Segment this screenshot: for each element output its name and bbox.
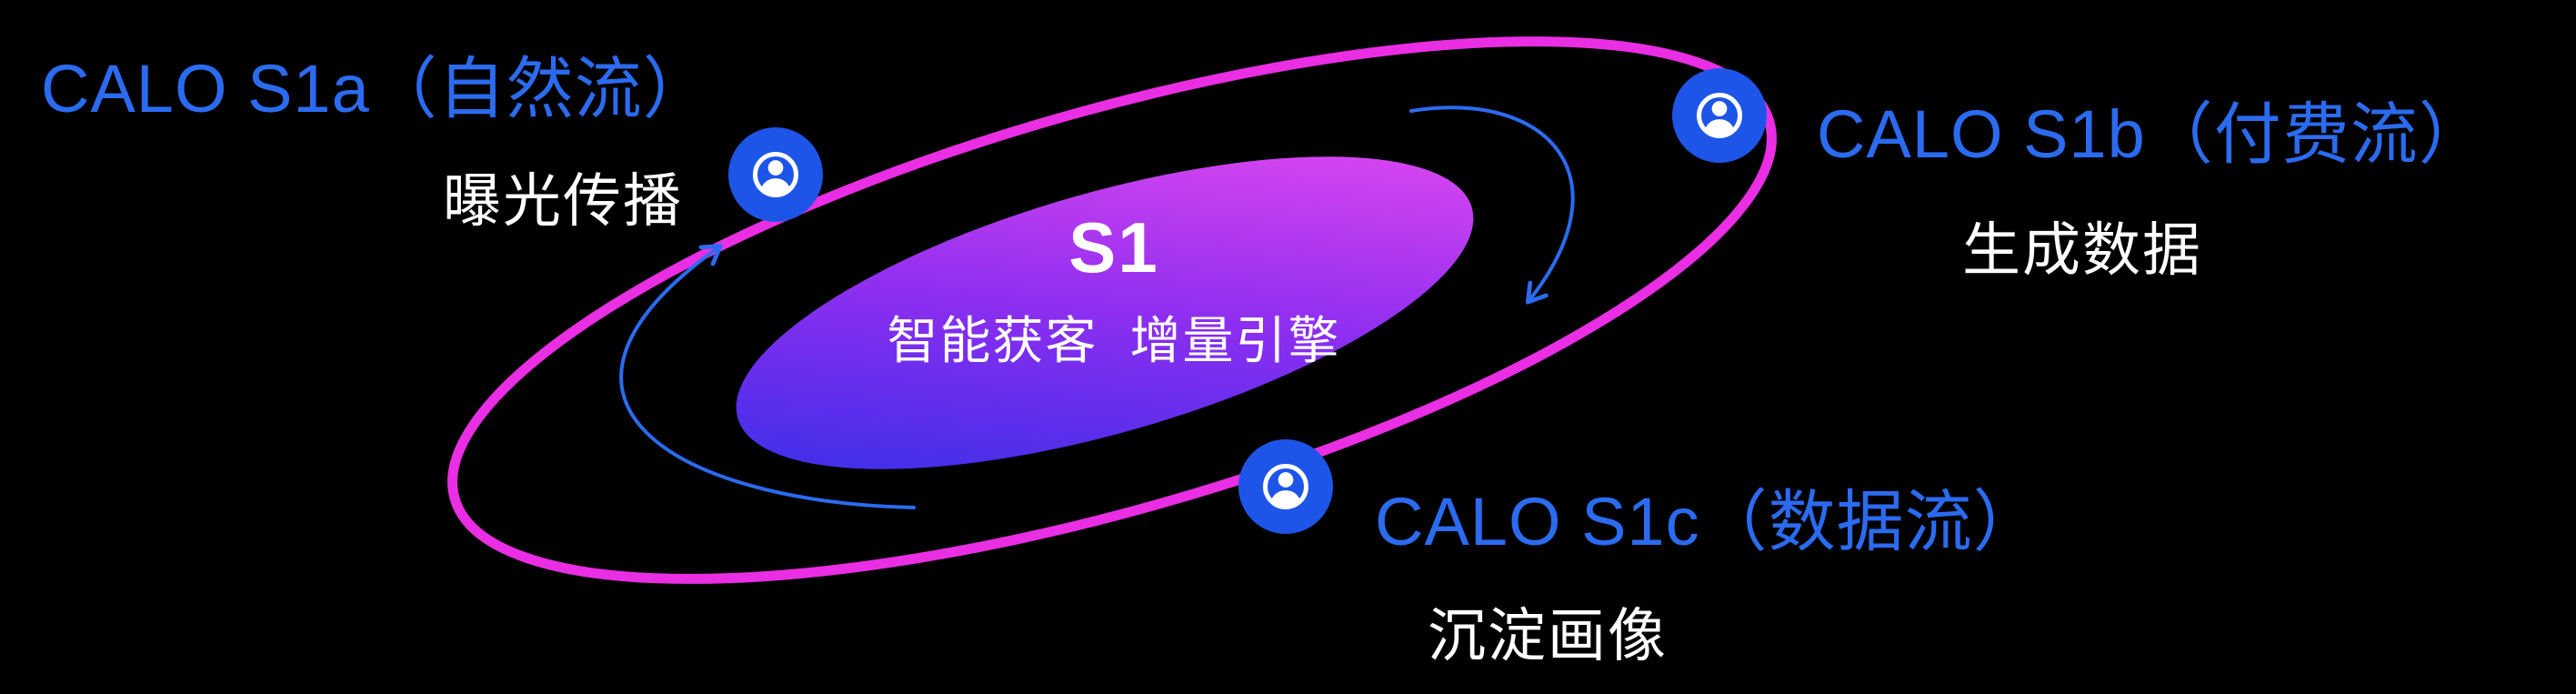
- node-s1c-sublabel: 沉淀画像: [1428, 603, 1668, 669]
- user-icon: [753, 152, 798, 197]
- node-s1c-label: CALO S1c（数据流）: [1375, 484, 2041, 559]
- node-s1b-sublabel: 生成数据: [1962, 217, 2202, 283]
- user-icon: [1263, 464, 1308, 509]
- user-icon: [1697, 93, 1742, 138]
- node-s1b: [1672, 68, 1767, 163]
- orbit-ring: [447, 36, 1777, 584]
- core-ellipse: [736, 156, 1474, 469]
- right-flow-arrow: [1409, 106, 1575, 305]
- node-s1a-label: CALO S1a（自然流）: [41, 51, 711, 126]
- node-s1c: [1238, 439, 1333, 534]
- node-s1b-label: CALO S1b（付费流）: [1817, 96, 2487, 172]
- node-s1a-sublabel: 曝光传播: [443, 168, 683, 234]
- left-flow-arrow: [619, 243, 916, 509]
- node-s1a: [728, 127, 823, 222]
